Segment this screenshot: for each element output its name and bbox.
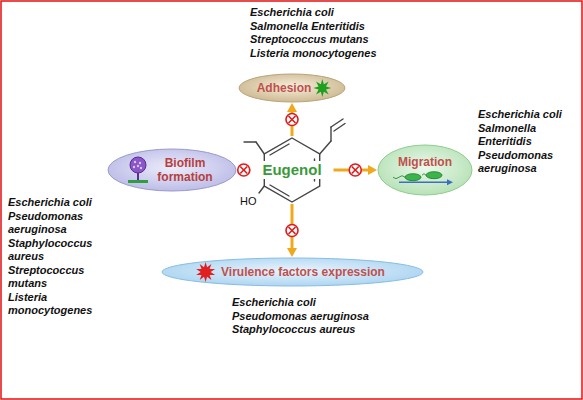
- inhibition-symbol: [286, 114, 298, 126]
- virulence-burst-icon: [196, 262, 215, 282]
- effect-label: Virulence factors expression: [221, 265, 385, 279]
- allyl-chain: [320, 119, 345, 154]
- ellipse-outline: [378, 145, 472, 195]
- species-name: Streptococcus mutans: [250, 33, 410, 47]
- effect-label: Adhesion: [257, 81, 312, 95]
- compound-name: Eugenol: [260, 161, 323, 179]
- ellipse-outline: [162, 258, 423, 286]
- effect-ellipse: Biofilm formation: [107, 148, 237, 192]
- species-name: Escherichia coli: [478, 108, 578, 122]
- species-name: Streptococcus mutans: [8, 264, 108, 291]
- species-name: Staphylococcus aureus: [232, 323, 392, 337]
- ellipse-outline: [108, 149, 236, 191]
- hydroxyl-label: HO: [240, 195, 270, 209]
- effect-ellipse: Migration: [377, 144, 473, 196]
- node-content: Biofilm formation: [122, 156, 222, 185]
- node-content: Adhesion: [251, 81, 334, 95]
- species-name: Escherichia coli: [8, 196, 108, 210]
- node-content: Virulence factors expression: [191, 265, 393, 279]
- methoxy-group: [244, 142, 264, 154]
- species-name: Escherichia coli: [232, 296, 392, 310]
- species-name: Pseudomonas aeruginosa: [478, 149, 578, 176]
- species-name: Listeria monocytogenes: [8, 291, 108, 318]
- species-name: Pseudomonas aeruginosa: [8, 210, 108, 237]
- species-name: Pseudomonas aeruginosa: [232, 310, 392, 324]
- inhibition-symbol: [238, 164, 250, 176]
- species-name: Salmonella Enteritidis: [250, 20, 410, 34]
- node-content: Migration: [392, 153, 458, 187]
- node-shape: [377, 144, 473, 196]
- effect-ellipse: Adhesion: [238, 73, 346, 103]
- adhesion-star-icon: [313, 79, 331, 97]
- inhibition-symbol: [286, 225, 298, 237]
- compound-node: Eugenol: [251, 136, 334, 204]
- effect-ellipse: Virulence factors expression: [161, 257, 424, 287]
- effect-label: Biofilm formation: [152, 156, 218, 185]
- node-content: Eugenol: [260, 161, 323, 179]
- species-name: Escherichia coli: [250, 6, 410, 20]
- effect-label: Migration: [398, 155, 452, 169]
- ellipse-outline: [239, 74, 345, 102]
- species-name: Salmonella Enteritidis: [478, 122, 578, 149]
- species-name: Listeria monocytogenes: [250, 47, 410, 61]
- hydroxyl-bond: [259, 186, 264, 193]
- biofilm-icon: [128, 157, 148, 183]
- inhibition-symbol: [349, 164, 361, 176]
- species-name: Staphylococcus aureus: [8, 237, 108, 264]
- migrating-bacteria-icon: [393, 172, 453, 186]
